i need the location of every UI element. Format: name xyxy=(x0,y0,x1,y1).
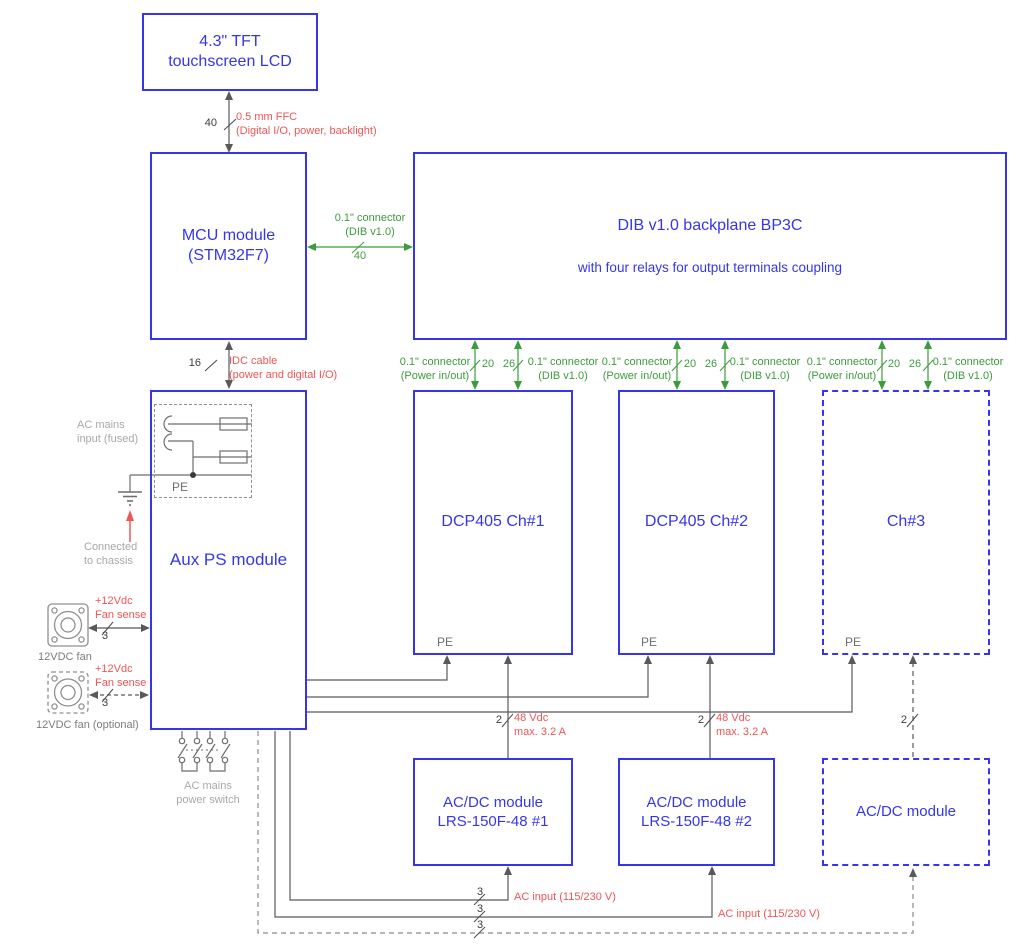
fan2-wire-count: 3 xyxy=(101,697,109,709)
fan-icon xyxy=(47,603,89,647)
ch3-power-conn-count: 20 xyxy=(887,358,901,370)
dc48-lines xyxy=(501,655,919,758)
block-acdc3: AC/DC module xyxy=(822,758,990,866)
pe-input-label: PE xyxy=(172,480,189,494)
mcu-dib-bus-arrow xyxy=(307,241,413,254)
block-dib-backplane: DIB v1.0 backplane BP3C with four relays… xyxy=(413,152,1007,340)
mcu-dib-conn-count: 40 xyxy=(353,250,367,262)
ac-mains-input-label: AC mains input (fused) xyxy=(77,419,139,445)
ch1-power-conn-count: 20 xyxy=(481,358,495,370)
block-ch3: Ch#3 xyxy=(822,390,990,655)
mcu-aux-bus-arrow xyxy=(204,341,233,389)
fan1-label: 12VDC fan xyxy=(38,651,92,663)
block-acdc1-label: AC/DC module LRS-150F-48 #1 xyxy=(437,793,549,830)
lcd-mcu-bus-arrow xyxy=(223,91,237,153)
block-ch1-label: DCP405 Ch#1 xyxy=(441,513,545,531)
dc48-3-count: 2 xyxy=(900,714,907,726)
ac-input-fused-box xyxy=(154,404,252,498)
ch1-dib-conn-count: 26 xyxy=(502,358,516,370)
block-lcd: 4.3" TFT touchscreen LCD xyxy=(142,13,318,91)
block-aux-ps: Aux PS module xyxy=(150,390,307,730)
pe-ch1-label: PE xyxy=(437,635,454,649)
ch3-dib-conn-label: 0.1" connector (DIB v1.0) xyxy=(932,356,1004,382)
block-acdc2-label: AC/DC module LRS-150F-48 #2 xyxy=(641,793,752,830)
fan-optional-icon xyxy=(47,671,89,714)
ac-in-2-count: 3 xyxy=(477,903,484,915)
dc48-2-count: 2 xyxy=(697,714,704,726)
dib-title: DIB v1.0 backplane BP3C xyxy=(617,216,803,234)
dib-channel-connector-arrows xyxy=(469,340,934,390)
ac-inlet-icon xyxy=(163,415,252,475)
block-lcd-label: 4.3" TFT touchscreen LCD xyxy=(168,32,292,70)
dc48-2-label: 48 Vdc max. 3.2 A xyxy=(716,712,768,738)
fan-wire-arrows xyxy=(88,621,150,703)
ch3-dib-conn-count: 26 xyxy=(908,358,922,370)
block-mcu: MCU module (STM32F7) xyxy=(150,152,307,340)
ch1-power-conn-label: 0.1" connector (Power in/out) xyxy=(399,356,471,382)
ch3-power-conn-label: 0.1" connector (Power in/out) xyxy=(806,356,878,382)
block-acdc2: AC/DC module LRS-150F-48 #2 xyxy=(618,758,775,866)
ac-in-1-count: 3 xyxy=(477,886,484,898)
ac-input-lines xyxy=(257,731,917,939)
ac-in-3-count: 3 xyxy=(477,919,484,931)
mcu-dib-conn-label: 0.1" connector (DIB v1.0) xyxy=(334,212,406,238)
ch2-dib-conn-count: 26 xyxy=(704,358,718,370)
block-ch2: DCP405 Ch#2 xyxy=(618,390,775,655)
idc-count: 16 xyxy=(188,357,201,369)
idc-label: IDC cable (power and digital I/O) xyxy=(229,355,338,381)
block-acdc1: AC/DC module LRS-150F-48 #1 xyxy=(413,758,573,866)
dc48-1-count: 2 xyxy=(495,714,502,726)
fan1-wire-label: +12Vdc Fan sense xyxy=(95,595,147,621)
ch2-power-conn-label: 0.1" connector (Power in/out) xyxy=(601,356,673,382)
chassis-label: Connected to chassis xyxy=(84,541,138,567)
ffc-count: 40 xyxy=(204,117,217,129)
ch2-dib-conn-label: 0.1" connector (DIB v1.0) xyxy=(729,356,801,382)
pe-ch3-label: PE xyxy=(845,635,862,649)
dib-subtitle: with four relays for output terminals co… xyxy=(577,259,843,275)
fan2-wire-label: +12Vdc Fan sense xyxy=(95,663,147,689)
ch2-power-conn-count: 20 xyxy=(683,358,697,370)
fuse-icon xyxy=(219,417,248,464)
ac-switch-icon xyxy=(177,731,231,772)
ffc-label: 0.5 mm FFC (Digital I/O, power, backligh… xyxy=(236,111,377,137)
block-mcu-label: MCU module (STM32F7) xyxy=(181,226,276,264)
chassis-arrow-icon xyxy=(126,510,134,542)
switch-label: AC mains power switch xyxy=(176,780,240,806)
fan1-wire-count: 3 xyxy=(101,630,109,642)
pe-ch2-label: PE xyxy=(641,635,658,649)
pe-lines xyxy=(307,655,856,713)
block-aux-ps-label: Aux PS module xyxy=(169,550,288,570)
block-ch2-label: DCP405 Ch#2 xyxy=(644,513,749,531)
block-acdc3-label: AC/DC module xyxy=(855,803,957,821)
dc48-1-label: 48 Vdc max. 3.2 A xyxy=(514,712,566,738)
ac-in-2-label: AC input (115/230 V) xyxy=(718,908,820,920)
fan2-label: 12VDC fan (optional) xyxy=(36,719,139,731)
block-ch3-label: Ch#3 xyxy=(886,513,926,531)
ac-in-1-label: AC input (115/230 V) xyxy=(514,891,616,903)
block-ch1: DCP405 Ch#1 xyxy=(413,390,573,655)
ch1-dib-conn-label: 0.1" connector (DIB v1.0) xyxy=(527,356,599,382)
